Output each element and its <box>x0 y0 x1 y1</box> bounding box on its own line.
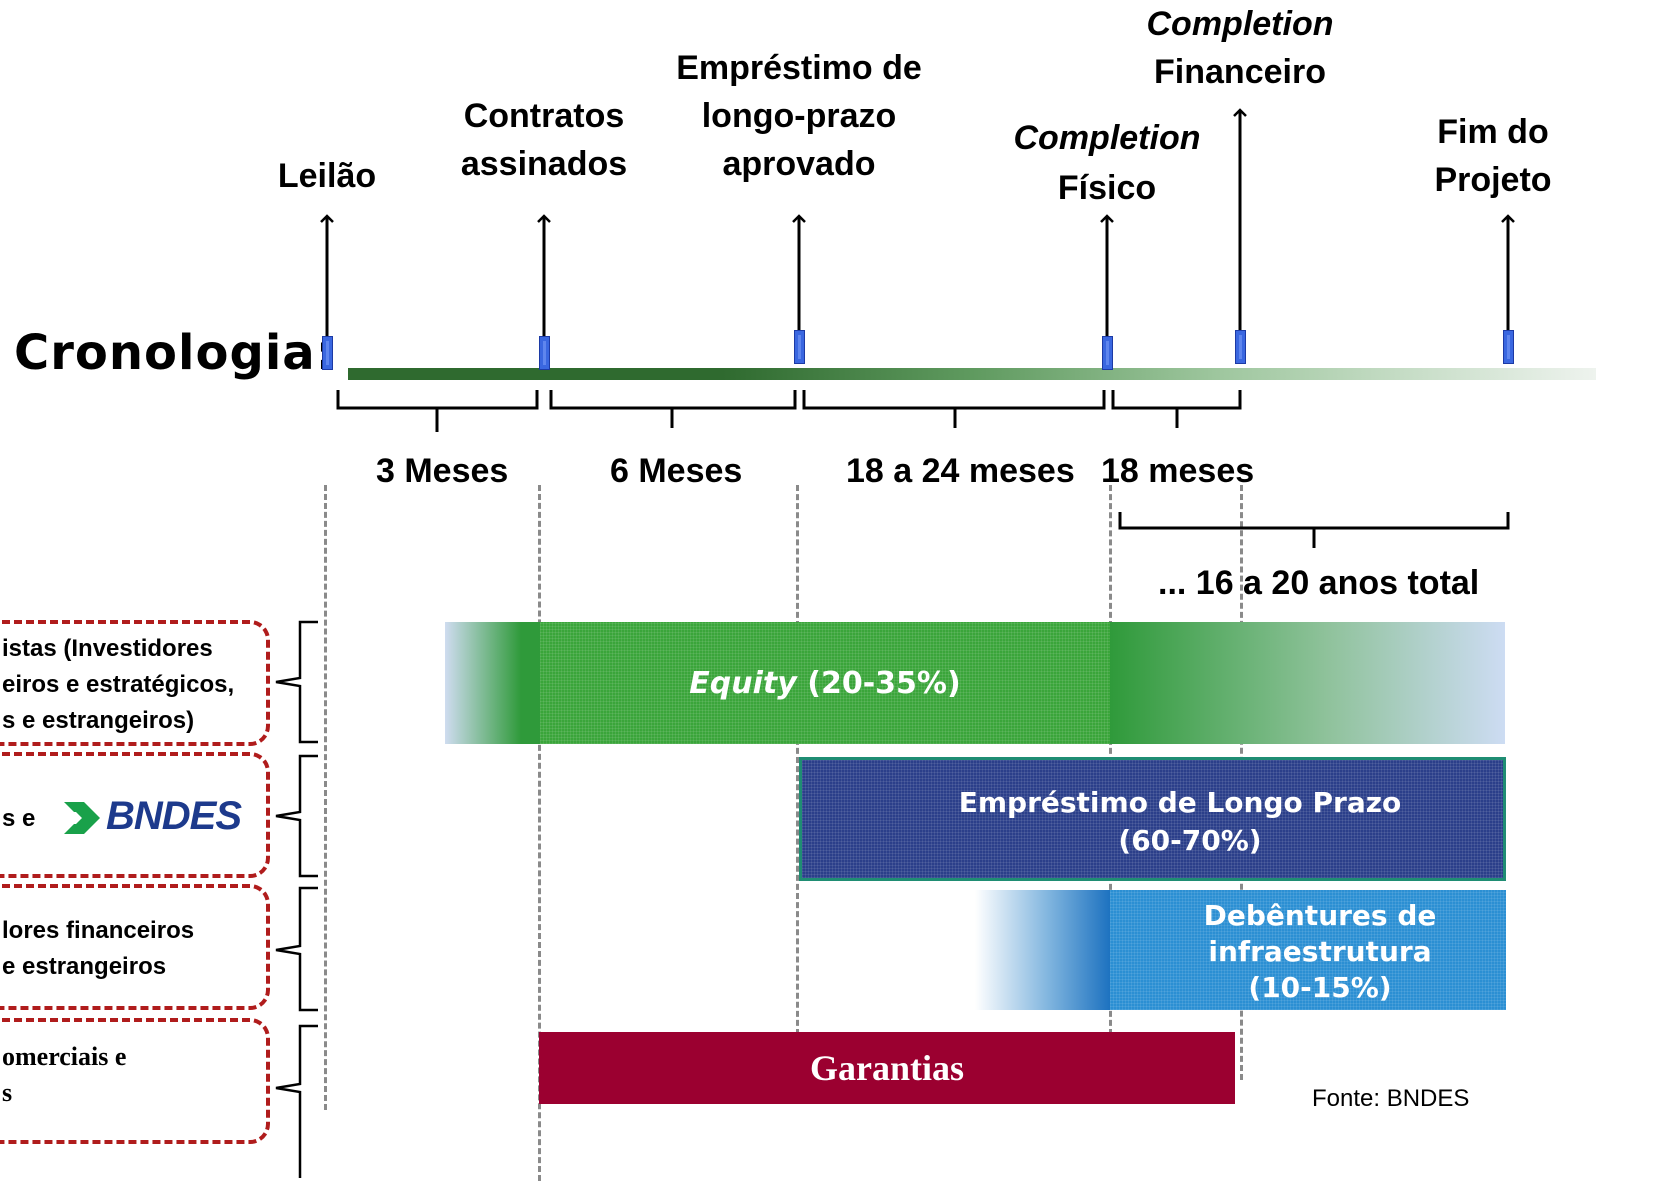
debentures-band-line1: Debêntures de <box>1203 899 1437 932</box>
milestone-label: assinados <box>460 145 628 183</box>
milestone-label: longo-prazo <box>701 97 897 135</box>
row-label-line: eiros e estratégicos, <box>2 671 235 698</box>
bndes-logo-text: BNDES <box>106 794 242 838</box>
bracket-6-meses <box>549 390 797 428</box>
row-braces <box>275 620 318 1178</box>
timeline-marker <box>1235 330 1246 364</box>
timeline-marker <box>322 336 333 370</box>
guide-line <box>796 485 799 1035</box>
brace <box>275 1024 318 1178</box>
loan-band-line1: Empréstimo de Longo Prazo <box>958 786 1402 819</box>
milestone-label: Financeiro <box>1154 53 1326 91</box>
guide-line <box>324 485 327 1110</box>
timeline-marker <box>1503 330 1514 364</box>
debentures-band-line2: infraestrutura <box>1208 935 1432 968</box>
duration-3-meses: 3 Meses <box>376 452 509 490</box>
timeline-arrows <box>320 108 1515 548</box>
equity-band-fade-left <box>445 622 540 744</box>
timeline-marker <box>539 336 550 370</box>
timeline-marker <box>794 330 805 364</box>
loan-band <box>799 757 1506 881</box>
timeline-marker <box>1102 336 1113 370</box>
duration-18-24-meses: 18 a 24 meses <box>846 452 1075 490</box>
row-label-line: e estrangeiros <box>2 953 167 980</box>
bracket-3-meses <box>336 390 539 432</box>
row-label-line: omerciais e <box>2 1042 127 1071</box>
equity-band-label: Equity (20-35%) <box>540 664 1110 704</box>
milestone-label-italic: Completion <box>1013 119 1201 157</box>
brace <box>275 620 318 744</box>
milestone-label: aprovado <box>722 145 876 183</box>
loan-band-line2: (60-70%) <box>1118 824 1262 857</box>
milestone-label: Projeto <box>1434 161 1552 199</box>
equity-range: (20-35%) <box>807 666 961 701</box>
guarantees-band-label: Garantias <box>809 1048 964 1088</box>
milestone-label: Físico <box>1057 169 1157 207</box>
row-label-bancos-comerciais: omerciais e s <box>0 1018 270 1144</box>
equity-word: Equity <box>689 666 797 701</box>
row-label-line: s <box>2 1078 13 1107</box>
row-label-line: istas (Investidores <box>2 635 213 662</box>
bndes-logo: BNDES <box>62 794 252 842</box>
source-note: Fonte: BNDES <box>1312 1085 1470 1112</box>
bracket-18-24-meses <box>802 390 1106 428</box>
row-label-line: lores financeiros <box>2 917 195 944</box>
timeline-title: Cronologia: <box>14 325 336 381</box>
row-label-bancos: s e BNDES <box>0 752 270 878</box>
row-label-investidores: lores financeiros e estrangeiros <box>0 884 270 1010</box>
milestone-label: Empréstimo de <box>676 49 922 87</box>
duration-6-meses: 6 Meses <box>610 452 743 490</box>
bracket-total <box>1118 512 1510 548</box>
milestone-label: Leilão <box>277 157 377 195</box>
row-label-acionistas: istas (Investidores eiros e estratégicos… <box>0 620 270 746</box>
guarantees-band <box>539 1032 1235 1104</box>
row-label-line: s e estrangeiros) <box>2 707 195 734</box>
milestone-label: Contratos <box>463 97 625 135</box>
guide-line <box>538 485 541 1181</box>
debentures-band-fade <box>975 890 1110 1010</box>
timeline-bar <box>348 368 1596 380</box>
bracket-18-meses <box>1111 390 1242 428</box>
milestone-label: Fim do <box>1437 113 1549 151</box>
row-label-line: s e <box>2 805 36 832</box>
milestone-label-italic: Completion <box>1146 5 1334 43</box>
duration-total: ... 16 a 20 anos total <box>1158 564 1480 602</box>
bndes-logo-icon <box>64 802 100 834</box>
debentures-band-line3: (10-15%) <box>1248 971 1392 1004</box>
equity-band-fade-right <box>1110 622 1505 744</box>
duration-18-meses: 18 meses <box>1101 452 1255 490</box>
debentures-band <box>1110 890 1506 1010</box>
brace <box>275 754 318 878</box>
equity-band <box>540 622 1110 744</box>
brace <box>275 886 318 1012</box>
